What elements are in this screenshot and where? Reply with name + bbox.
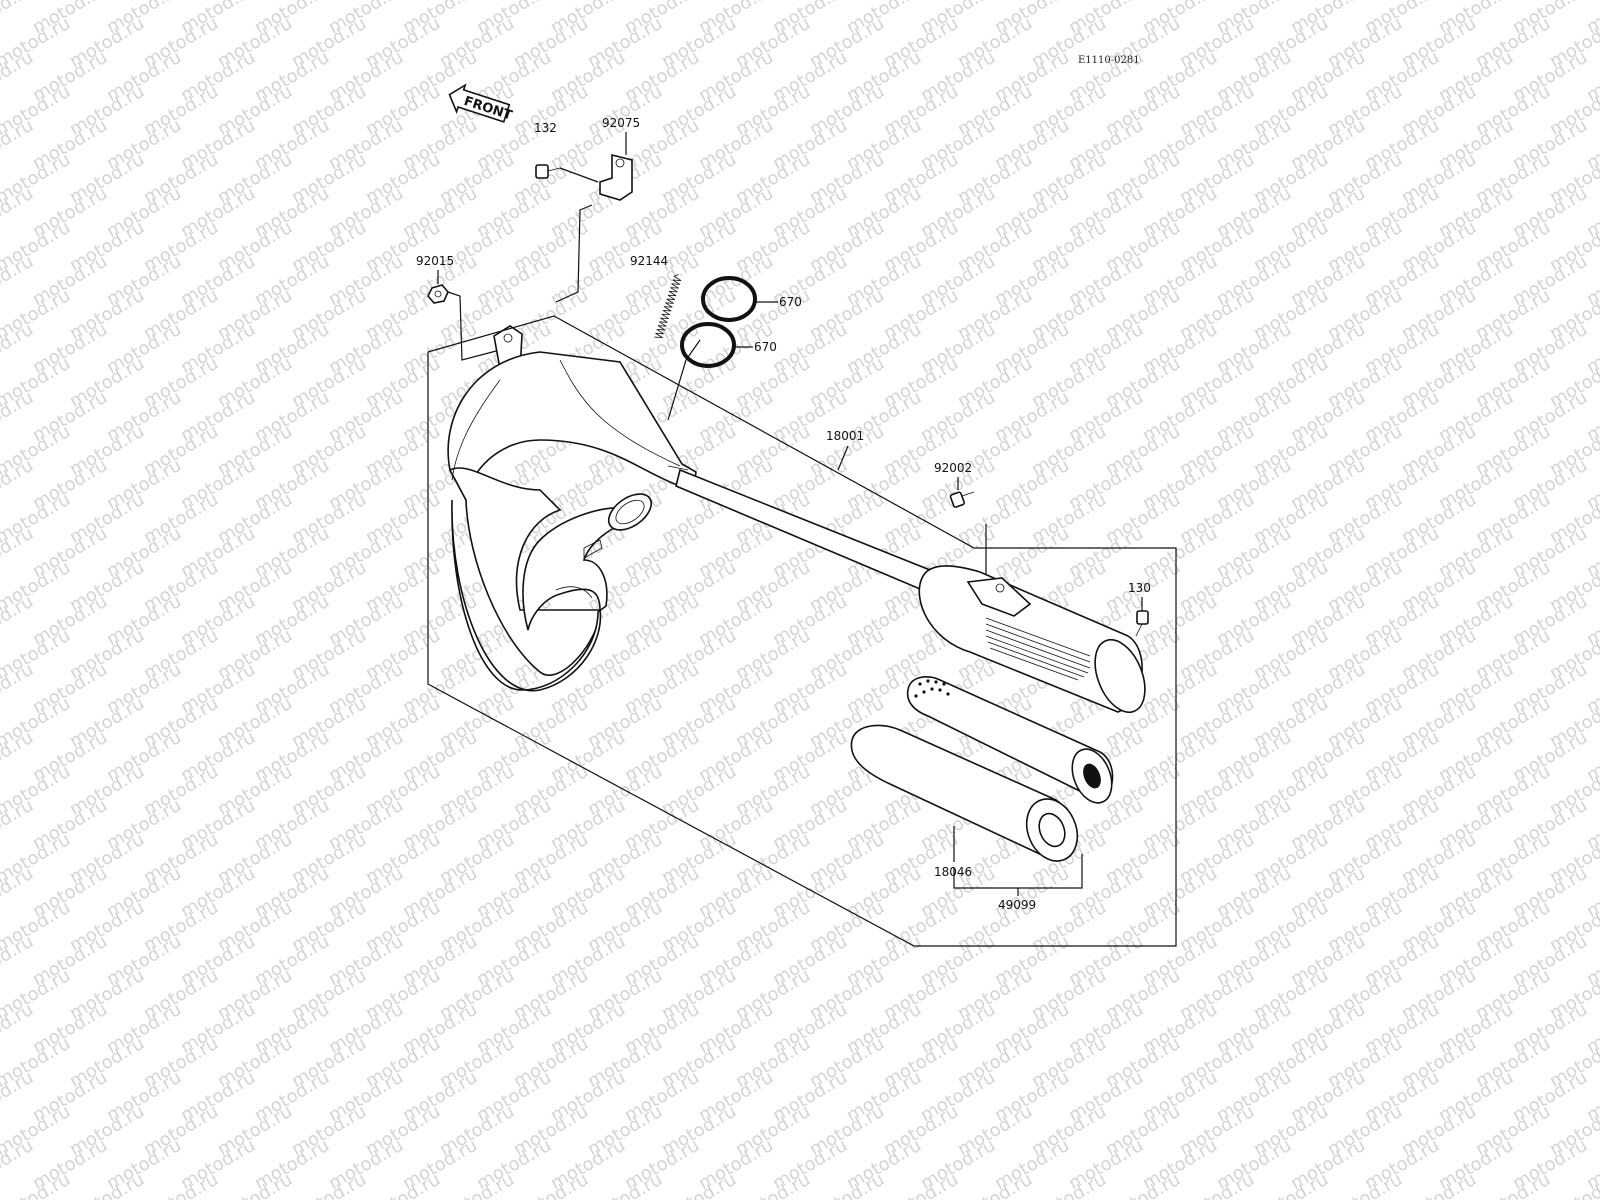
label-132: 132: [534, 121, 557, 135]
label-92015: 92015: [416, 254, 454, 268]
label-18046: 18046: [934, 865, 972, 879]
label-670-upper: 670: [779, 295, 802, 309]
label-49099: 49099: [998, 898, 1036, 912]
label-92144: 92144: [630, 254, 668, 268]
label-92002: 92002: [934, 461, 972, 475]
reference-code: E1110-0281: [1078, 55, 1140, 66]
label-18001: 18001: [826, 429, 864, 443]
label-92075: 92075: [602, 116, 640, 130]
label-670-lower: 670: [754, 340, 777, 354]
label-130: 130: [1128, 581, 1151, 595]
bolt-92002: [949, 491, 975, 508]
